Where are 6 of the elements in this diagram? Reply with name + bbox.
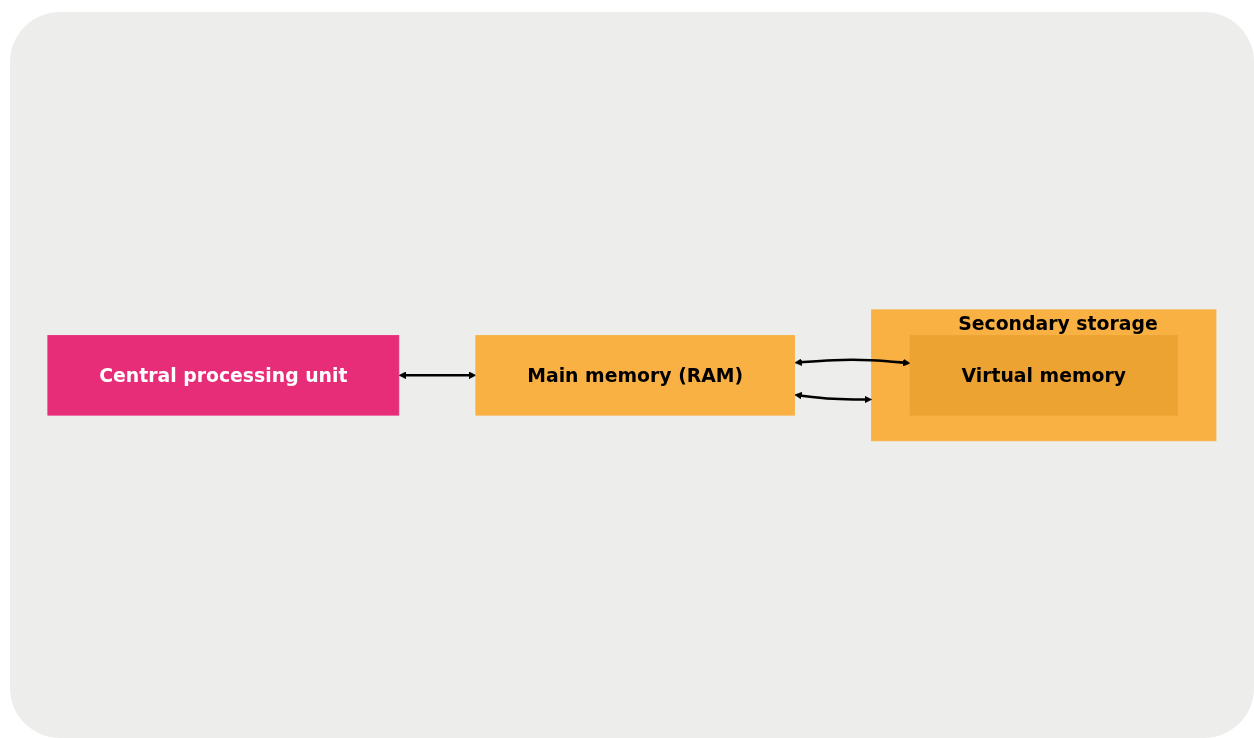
node-box: Central processing unit — [47, 334, 400, 416]
arrow — [794, 391, 872, 403]
node-box: Main memory (RAM) — [475, 334, 796, 416]
arrow — [398, 371, 477, 379]
arrow — [794, 358, 911, 366]
node-box: Virtual memory — [909, 334, 1178, 416]
